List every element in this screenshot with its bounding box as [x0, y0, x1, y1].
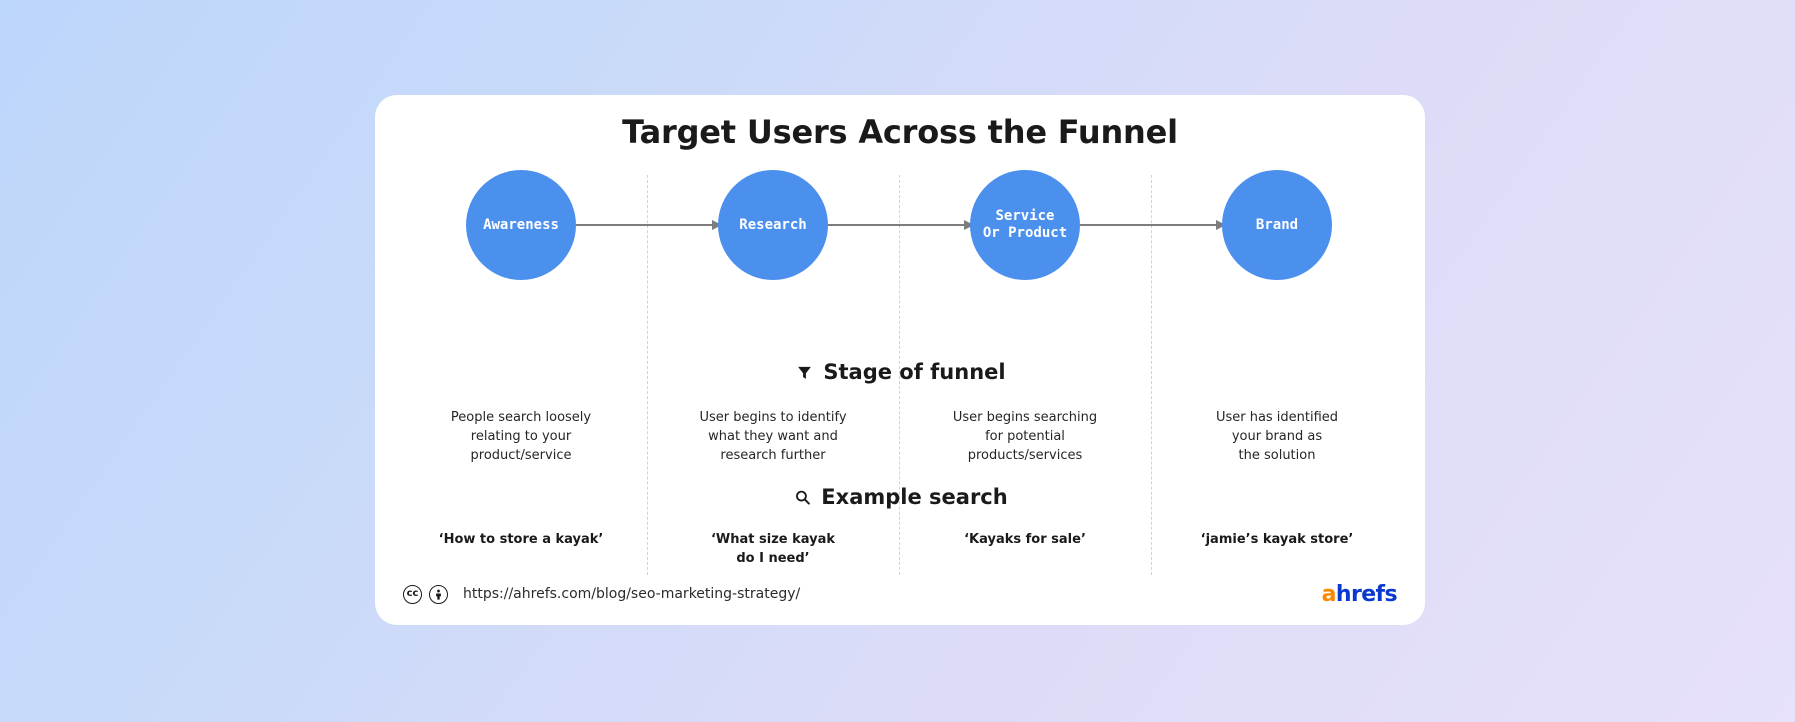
stage-example-search: ‘Kayaks for sale’ — [964, 532, 1086, 547]
funnel-stage-column: Awareness People search loosely relating… — [395, 170, 647, 595]
stage-description: User begins searching for potential prod… — [952, 410, 1098, 463]
cc-symbol: cc — [406, 588, 419, 599]
stage-circle-brand[interactable]: Brand — [1222, 170, 1332, 280]
stage-circle-service-or-product[interactable]: Service Or Product — [970, 170, 1080, 280]
stage-circle-label: Awareness — [483, 216, 559, 233]
column-divider — [899, 175, 900, 575]
creative-commons-by-icon — [429, 584, 448, 604]
funnel-stage-column: Research User begins to identify what th… — [647, 170, 899, 595]
stage-circle-row: Research — [647, 170, 899, 280]
infographic-card: Target Users Across the Funnel Awareness… — [375, 95, 1425, 625]
section-header-label: Example search — [821, 485, 1008, 509]
stage-circle-label: Research — [739, 216, 807, 233]
ahrefs-logo-accent: a — [1321, 581, 1337, 607]
column-divider — [647, 175, 648, 575]
stage-example-search: ‘What size kayak do I need’ — [710, 532, 836, 566]
stage-example-search: ‘jamie’s kayak store’ — [1200, 532, 1354, 547]
stage-connector-arrow — [828, 220, 974, 230]
footer-attribution: cc https://ahrefs.com/blog/seo-marketing… — [403, 584, 801, 604]
stage-example-search: ‘How to store a kayak’ — [438, 532, 604, 547]
stage-circle-awareness[interactable]: Awareness — [466, 170, 576, 280]
section-header-label: Stage of funnel — [823, 360, 1006, 384]
funnel-icon — [794, 362, 814, 382]
stage-description: User has identified your brand as the so… — [1215, 410, 1339, 463]
funnel-stage-column: Service Or Product User begins searching… — [899, 170, 1151, 595]
stage-connector-arrow — [1080, 220, 1226, 230]
creative-commons-icon: cc — [403, 584, 422, 604]
stage-circle-row: Service Or Product — [899, 170, 1151, 280]
stage-circle-row: Awareness — [395, 170, 647, 280]
stage-circle-label: Brand — [1255, 216, 1299, 233]
stage-circle-label: Service Or Product — [982, 208, 1068, 241]
stage-connector-arrow — [576, 220, 722, 230]
section-header-example-search: Example search — [395, 485, 1405, 509]
stage-circle-research[interactable]: Research — [718, 170, 828, 280]
funnel-columns: Awareness People search loosely relating… — [395, 170, 1405, 595]
stage-description: User begins to identify what they want a… — [699, 410, 847, 463]
funnel-stage-column: Brand User has identified your brand as … — [1151, 170, 1403, 595]
ahrefs-logo[interactable]: ahrefs — [1321, 581, 1398, 607]
source-url[interactable]: https://ahrefs.com/blog/seo-marketing-st… — [463, 586, 801, 602]
stage-circle-row: Brand — [1151, 170, 1403, 280]
column-divider — [1151, 175, 1152, 575]
search-icon — [792, 487, 812, 507]
card-footer: cc https://ahrefs.com/blog/seo-marketing… — [403, 579, 1398, 609]
section-header-stage-of-funnel: Stage of funnel — [395, 360, 1405, 384]
ahrefs-logo-text: hrefs — [1335, 581, 1398, 607]
page-title: Target Users Across the Funnel — [622, 113, 1178, 151]
stage-description: People search loosely relating to your p… — [450, 410, 592, 463]
